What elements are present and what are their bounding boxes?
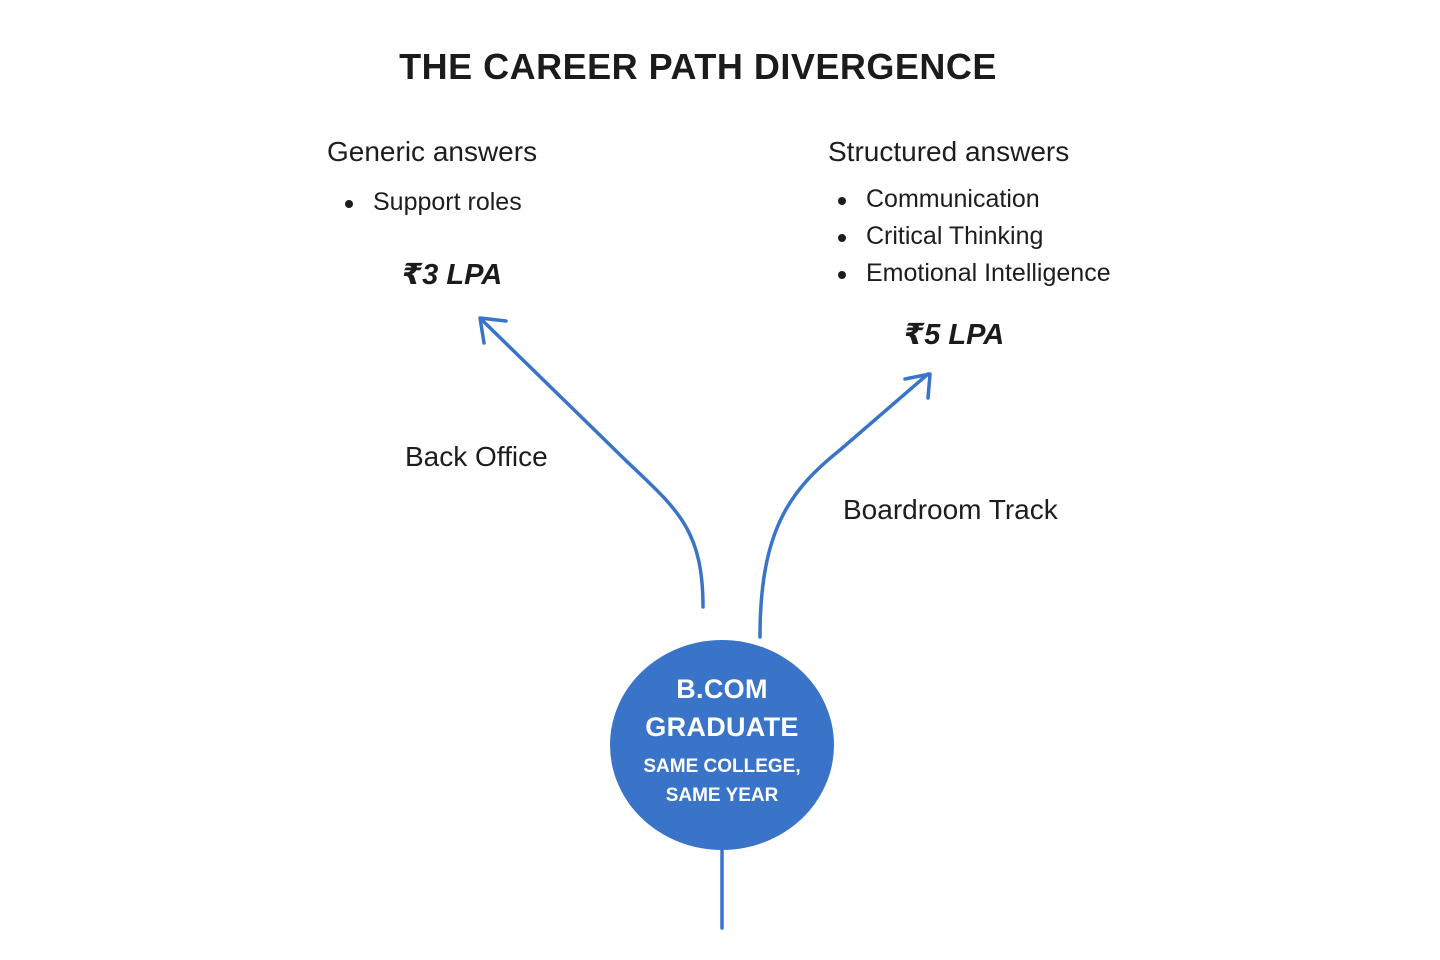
bullet-dot-icon [838, 271, 846, 279]
right-branch-bullets: Communication Critical Thinking Emotiona… [830, 181, 1111, 292]
graduate-node: B.COM GRADUATE SAME COLLEGE, SAME YEAR [610, 640, 834, 850]
right-path-curve [758, 372, 930, 639]
left-bullet-item: Support roles [337, 184, 522, 221]
right-bullet-item: Emotional Intelligence [830, 255, 1111, 292]
left-path-curve [480, 318, 705, 609]
node-line-2: GRADUATE [645, 712, 799, 742]
left-salary: ₹3 LPA [402, 259, 503, 291]
right-branch-heading: Structured answers [828, 136, 1070, 167]
bullet-dot-icon [838, 197, 846, 205]
node-line-1: B.COM [676, 674, 768, 704]
node-line-4: SAME YEAR [665, 785, 779, 806]
right-salary: ₹5 LPA [904, 319, 1005, 351]
right-bullet-item: Critical Thinking [830, 218, 1111, 255]
right-path-label: Boardroom Track [843, 494, 1058, 525]
left-branch-heading: Generic answers [327, 136, 538, 167]
arrow-up-right-icon [903, 372, 932, 400]
left-branch-bullets: Support roles [337, 184, 522, 221]
right-bullet-item: Communication [830, 181, 1111, 218]
diagram-title: THE CAREER PATH DIVERGENCE [399, 46, 997, 87]
arrow-up-left-icon [478, 316, 508, 345]
node-line-3: SAME COLLEGE, [643, 756, 801, 777]
bullet-dot-icon [345, 200, 353, 208]
bullet-dot-icon [838, 234, 846, 242]
left-path-label: Back Office [405, 441, 548, 472]
